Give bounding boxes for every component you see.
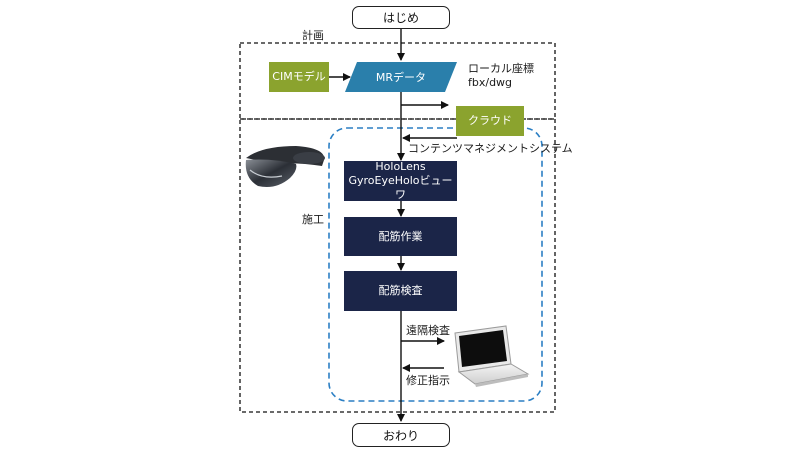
viewer-line-1: HoloLens [375,160,426,173]
cloud-box: クラウド [456,106,524,136]
file-formats-label: fbx/dwg [468,76,513,89]
hololens-headset-icon [245,146,325,187]
correction-label: 修正指示 [406,374,450,387]
plan-section-label: 計画 [302,29,324,42]
viewer-line-2: GyroEyeHoloビューワ [348,174,453,201]
construction-section-label: 施工 [302,213,324,226]
local-coords-label: ローカル座標 [468,62,534,75]
cms-frame [328,127,543,402]
laptop-icon [454,325,530,387]
mr-data-node: MRデータ [375,71,427,84]
cms-label: コンテンツマネジメントシステム [408,142,573,155]
cim-model-box: CIMモデル [269,62,329,92]
start-node: はじめ [352,6,450,29]
rebar-work-box: 配筋作業 [344,217,457,256]
remote-inspection-label: 遠隔検査 [406,324,450,337]
hololens-viewer-box: HoloLens GyroEyeHoloビューワ [344,160,457,201]
construction-section-frame [239,118,556,413]
end-node: おわり [352,423,450,447]
rebar-inspection-box: 配筋検査 [344,271,457,311]
mr-data-parallelogram [345,62,457,92]
